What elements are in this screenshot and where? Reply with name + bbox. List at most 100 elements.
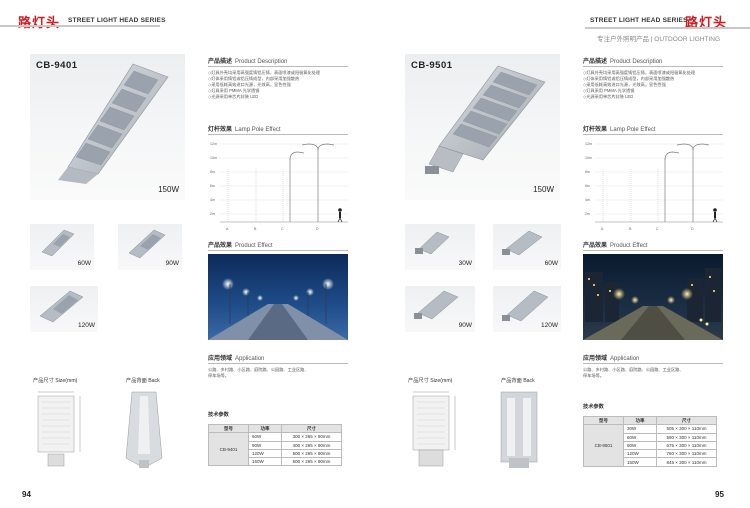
street-light-image [502, 230, 543, 256]
night-road-photo [208, 254, 348, 340]
spec-header: 功率 [623, 415, 657, 426]
product-hero: CB-9501 150W [405, 54, 560, 200]
size-drawing [412, 391, 456, 467]
pole-level: 4m [585, 198, 590, 202]
street-light-image [502, 290, 549, 322]
section-rule [208, 134, 348, 135]
spec-table: 型号 功率 尺寸 CB-9501 30W 505 × 300 × 110mm 6… [583, 415, 717, 467]
spec-header: 型号 [208, 423, 249, 434]
spec-header: 尺寸 [281, 423, 342, 434]
page-number: 94 [22, 490, 31, 499]
spec-power: 120W [623, 449, 657, 459]
street-light-image [41, 229, 75, 257]
thumb-60w: 60W [493, 224, 561, 270]
spec-model: CB-9401 [208, 432, 249, 467]
spec-size: 760 × 300 × 110mm [656, 449, 717, 459]
spec-size: 500 × 265 × 90mm [281, 448, 342, 459]
section-rule [583, 363, 723, 364]
header-rule [0, 25, 160, 27]
person-icon [712, 208, 718, 223]
spec-power: 150W [623, 457, 657, 467]
pole-level: 10m [210, 156, 217, 160]
thumb-label: 60W [544, 260, 558, 267]
header-title-cn: 路灯头 [685, 15, 728, 30]
size-drawing [37, 391, 81, 467]
pole-mark: D [691, 227, 694, 231]
main-wattage: 150W [533, 185, 554, 194]
thumb-120w: 120W [30, 286, 98, 332]
model-name: CB-9401 [36, 60, 78, 71]
spec-size: 675 × 300 × 110mm [656, 440, 717, 451]
spec-table: 型号 功率 尺寸 CB-9401 60W 300 × 265 × 90mm 90… [208, 423, 342, 467]
thumb-90w: 90W [118, 224, 182, 270]
product-hero: CB-9401 150W [30, 54, 185, 200]
person-icon [337, 208, 343, 223]
pole-level: 4m [210, 198, 215, 202]
pole-mark: D [316, 227, 319, 231]
pole-mark: C [281, 227, 284, 231]
pole-mark: B [254, 227, 257, 231]
spec-power: 90W [248, 440, 282, 450]
pole-effect-diagram: 12m 10m 8m 6m 4m 2m A B C D [210, 142, 348, 231]
header-subtitle: 专注户外照明产品 | OUTDOOR LIGHTING [597, 36, 721, 43]
main-wattage: 150W [158, 185, 179, 194]
pole-level: 2m [585, 212, 590, 216]
night-city-road-photo [583, 254, 723, 340]
section-rule [583, 66, 723, 67]
header-title-cn: 路灯头 [18, 15, 61, 30]
street-light-image [425, 65, 546, 174]
section-rule [583, 134, 723, 135]
spec-size: 300 × 265 × 90mm [281, 432, 342, 442]
spec-power: 60W [623, 432, 657, 442]
pole-level: 10m [585, 156, 592, 160]
thumb-label: 30W [458, 260, 472, 267]
pole-mark: C [656, 227, 659, 231]
street-light-image [414, 290, 459, 320]
section-rule [208, 250, 348, 251]
pole-mark: A [601, 227, 604, 231]
application-text: 公路、乡村路、小区路、庭院路、公园路、工业区路、 停车场等。 [583, 367, 684, 379]
thumb-label: 90W [165, 260, 179, 267]
size-label: 产品尺寸 Size(mm) [408, 378, 453, 384]
spec-size: 400 × 265 × 90mm [281, 440, 342, 450]
product-description: ◇灯具外壳均采用高强度铸铝压铸，表面喷漆或阳极氧化处理 ◇灯体采用铸铝或铝压铸成… [208, 70, 321, 100]
spec-header: 功率 [248, 423, 282, 434]
spec-power: 60W [248, 432, 282, 442]
pole-mark: A [226, 227, 229, 231]
pole-level: 2m [210, 212, 215, 216]
thumb-120w: 120W [493, 286, 561, 332]
back-view-image [125, 391, 163, 469]
thumb-label: 90W [458, 322, 472, 329]
pole-mark: B [629, 227, 632, 231]
thumb-label: 120W [78, 322, 95, 329]
application-text: 公路、乡村路、小区路、庭院路、公园路、工业区路、 停车场等。 [208, 367, 309, 379]
back-label: 产品背面 Back [501, 378, 535, 384]
header-rule [585, 27, 750, 29]
spec-power: 30W [623, 424, 657, 434]
street-light-image [415, 231, 450, 255]
header-title-en: STREET LIGHT HEAD SERIES [68, 17, 166, 24]
spec-size: 845 × 300 × 110mm [656, 457, 717, 467]
spec-model: CB-9501 [583, 424, 624, 467]
thumb-label: 60W [77, 260, 91, 267]
street-light-image [128, 229, 166, 259]
section-rule [583, 250, 723, 251]
street-light-image [58, 63, 169, 184]
spec-header: 尺寸 [656, 415, 717, 426]
page-number: 95 [715, 490, 724, 499]
spec-size: 590 × 300 × 110mm [656, 432, 717, 442]
back-view-image [500, 391, 538, 468]
spec-power: 90W [623, 440, 657, 451]
spec-header: 型号 [583, 415, 624, 426]
thumb-60w: 60W [30, 224, 94, 270]
size-label: 产品尺寸 Size(mm) [33, 378, 78, 384]
street-light-image [39, 290, 84, 323]
spec-size: 600 × 265 × 90mm [281, 457, 342, 467]
